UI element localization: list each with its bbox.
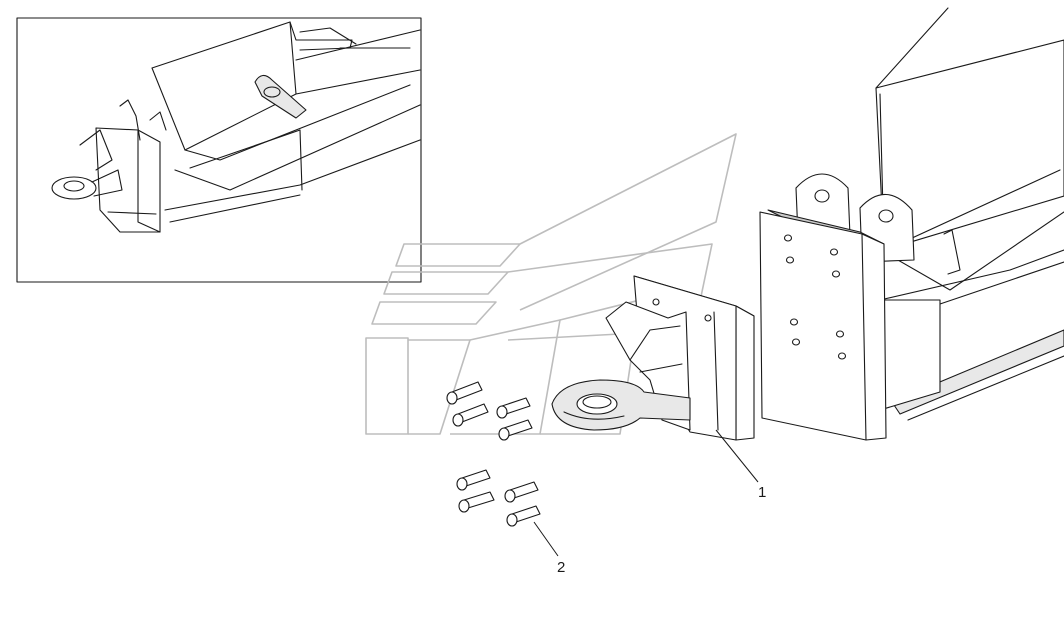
callout-2-leader [533, 521, 559, 557]
bolt [446, 381, 483, 405]
callout-1-leader [715, 429, 759, 483]
towing-eye [551, 379, 691, 431]
frame-front-block [879, 299, 941, 411]
bolt [506, 505, 541, 527]
mounting-plate-holes [783, 234, 847, 360]
callout-2-label: 2 [557, 559, 565, 576]
bolt [452, 403, 489, 427]
inset-towing-eye [51, 176, 97, 200]
bolt [456, 469, 491, 491]
bolt [458, 491, 495, 513]
bolt-set-part [446, 381, 541, 527]
bolt [496, 397, 531, 419]
watermark-logo [365, 133, 737, 435]
inset-overview [16, 17, 422, 283]
mounting-plate [759, 211, 887, 441]
tractor-frame [759, 7, 1064, 441]
bolt [498, 419, 533, 441]
inset-bracket [254, 74, 307, 119]
inset-frame [16, 17, 422, 283]
bolt [504, 481, 539, 503]
callout-1-label: 1 [758, 484, 766, 501]
towing-hitch-part [551, 275, 755, 441]
